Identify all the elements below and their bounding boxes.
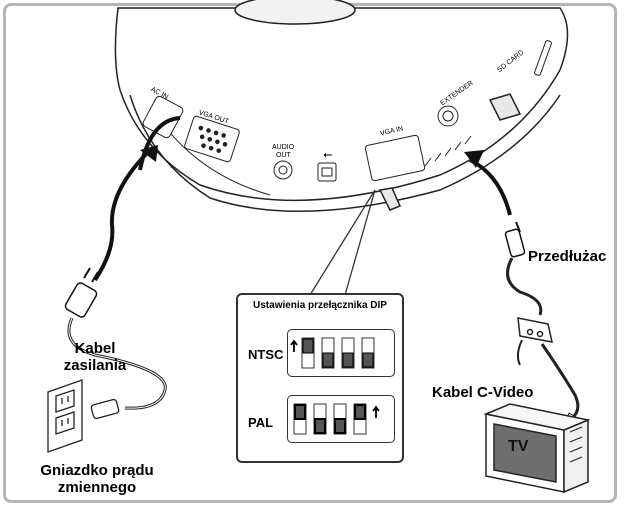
extender-arrow-head [464,150,484,168]
pal-label: PAL [248,415,274,430]
dip-title: Ustawienia przełącznika DIP [253,300,387,311]
document-camera-device [114,0,569,212]
power-cable-label-line1: Kabel [74,340,116,357]
ntsc-up-arrow-icon [290,339,298,352]
ntsc-switch-panel [287,329,395,377]
cvideo-splitter [517,317,553,343]
vga-in-port [364,134,426,182]
ac-outlet-label: Gniazdko prądu zmiennego [12,462,182,496]
cvideo-cable [540,343,580,420]
wall-outlet [47,379,120,453]
pal-up-arrow-icon [372,405,380,418]
tv-set [483,403,591,494]
pal-switch-graphic [293,403,380,435]
usb-icon: ⭠ [323,147,333,161]
dip-switch-settings-box: Ustawienia przełącznika DIP NTSC PAL [236,293,404,463]
ac-outlet-label-line1: Gniazdko prądu [40,462,154,479]
cvideo-cable-label: Kabel C-Video [432,384,534,401]
power-cable-label-line2: zasilania [63,357,127,374]
power-arrow-head [140,145,158,162]
audio-out-label-line2: OUT [276,152,291,159]
ac-outlet-label-line2: zmiennego [57,479,137,496]
pal-switch-panel [287,395,395,443]
ntsc-switch-graphic [290,337,375,369]
power-cable-arrow-shaft [93,148,152,282]
extender-cable-label: Przedłużac [528,248,607,265]
power-cable-label: Kabel zasilania [60,340,130,374]
tv-label: TV [508,438,529,455]
device-ports [142,40,552,182]
sd-card-slot [534,40,552,76]
audio-out-label-line1: AUDIO [272,144,295,151]
ntsc-label: NTSC [248,347,284,362]
power-plug [64,267,99,318]
extender-plug [504,221,526,258]
